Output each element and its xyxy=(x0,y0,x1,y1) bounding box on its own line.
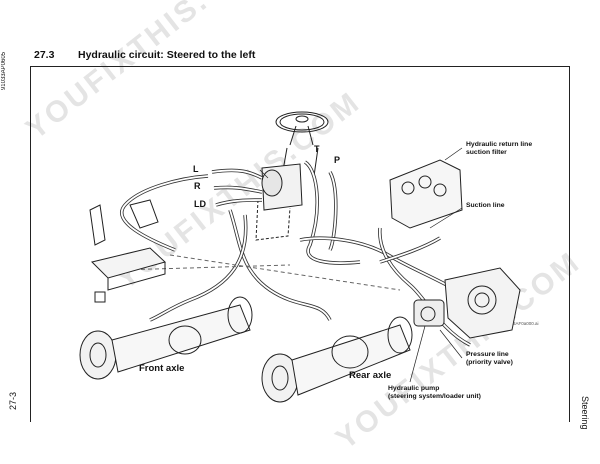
right-margin-rule xyxy=(569,66,570,422)
port-label-ld: LD xyxy=(194,199,206,209)
figure-code: 3AF0a000.ai xyxy=(513,321,539,326)
callout-return-line: Hydraulic return line suction filter xyxy=(466,141,532,157)
port-label-r: R xyxy=(194,181,201,191)
filter-housing xyxy=(389,159,463,229)
rear-axle-drawing xyxy=(261,316,413,403)
callout-return-line-1: Hydraulic return line xyxy=(466,141,533,148)
section-number: 27.3 xyxy=(34,49,55,61)
front-axle-label: Front axle xyxy=(139,363,185,374)
chapter-title: Steering xyxy=(580,396,590,430)
callout-pressure-line-2: (priority valve) xyxy=(466,359,513,366)
control-valve-block xyxy=(89,199,166,303)
port-label-l: L xyxy=(193,164,199,174)
hydraulic-hoses xyxy=(120,160,471,347)
callout-hydraulic-pump: Hydraulic pump (steering system/loader u… xyxy=(388,385,481,401)
callout-pressure-line-1: Pressure line xyxy=(466,351,509,358)
section-title: Hydraulic circuit: Steered to the left xyxy=(78,49,256,61)
callout-hydraulic-pump-1: Hydraulic pump xyxy=(388,385,440,392)
steering-wheel xyxy=(275,111,329,177)
callout-return-line-2: suction filter xyxy=(466,149,507,156)
steering-unit xyxy=(255,163,303,241)
callout-pressure-line: Pressure line (priority valve) xyxy=(466,351,513,367)
front-axle-drawing xyxy=(79,296,253,380)
header-rule xyxy=(30,66,570,67)
transmission-housing xyxy=(444,267,521,339)
rear-axle-label: Rear axle xyxy=(349,370,392,381)
hydraulic-pump xyxy=(413,299,445,327)
port-label-p: P xyxy=(334,155,341,165)
callout-hydraulic-pump-2: (steering system/loader unit) xyxy=(388,393,481,400)
left-margin-rule xyxy=(30,66,31,422)
callout-suction-line: Suction line xyxy=(466,202,505,209)
port-label-t: T xyxy=(314,144,320,154)
